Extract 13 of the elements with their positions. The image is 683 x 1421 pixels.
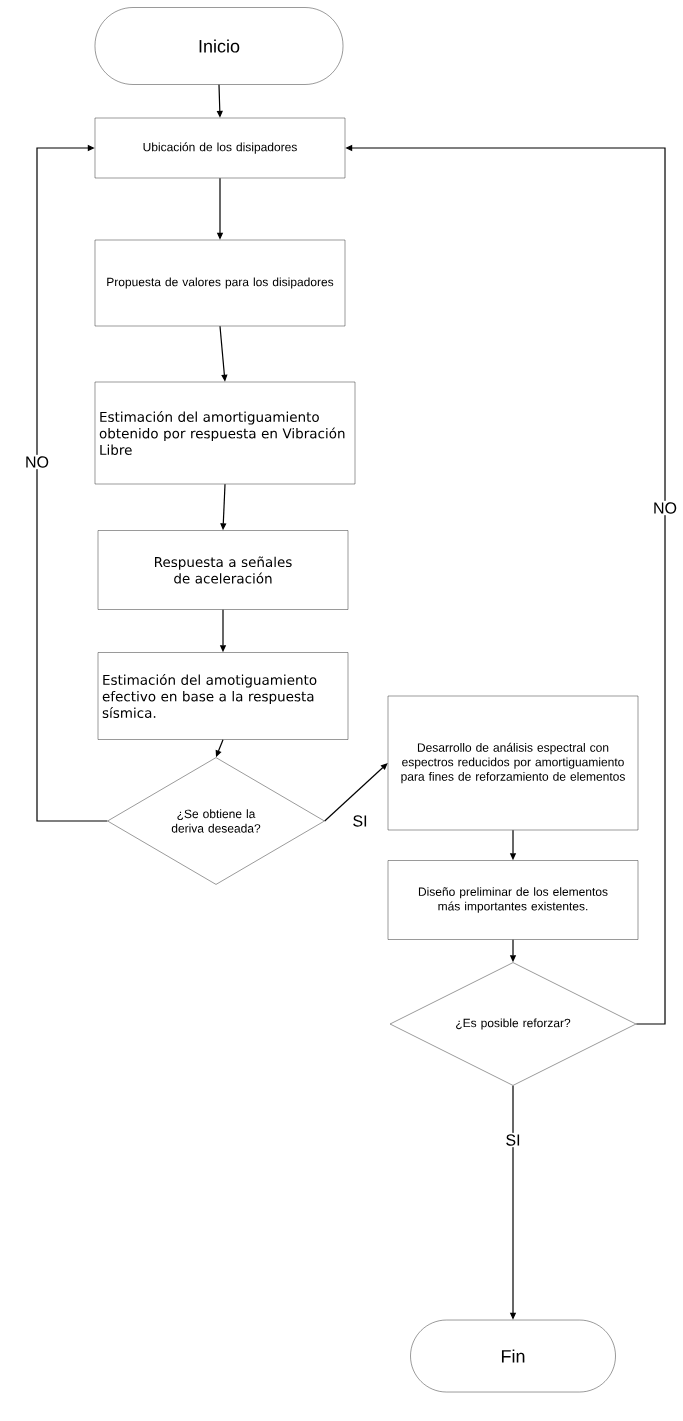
process-box: Ubicación de los disipadores bbox=[94, 117, 346, 179]
process-box: Propuesta de valores para los disipadores bbox=[94, 239, 346, 327]
arrow bbox=[324, 763, 388, 822]
edge-label: SI bbox=[503, 1132, 523, 1148]
arrow bbox=[36, 144, 108, 822]
edge-label: SI bbox=[350, 813, 370, 829]
process-box: Diseño preliminar de los elementos más importantes existentes. bbox=[387, 860, 639, 940]
process-box: Desarrollo de análisis espectral con espectros reducidos por amortiguamiento para fines de reforzamiento de elementos bbox=[387, 695, 639, 831]
edge-label: NO bbox=[23, 454, 51, 470]
edge-label: NO bbox=[651, 500, 679, 516]
process-box: Respuesta a señales de aceleración bbox=[97, 530, 349, 610]
process-box: Estimación del amortiguamiento obtenido por respuesta en Vibración Libre bbox=[94, 381, 356, 485]
process-box: Estimación del amotiguamiento efectivo en base a la respuesta sísmica. bbox=[97, 652, 349, 740]
